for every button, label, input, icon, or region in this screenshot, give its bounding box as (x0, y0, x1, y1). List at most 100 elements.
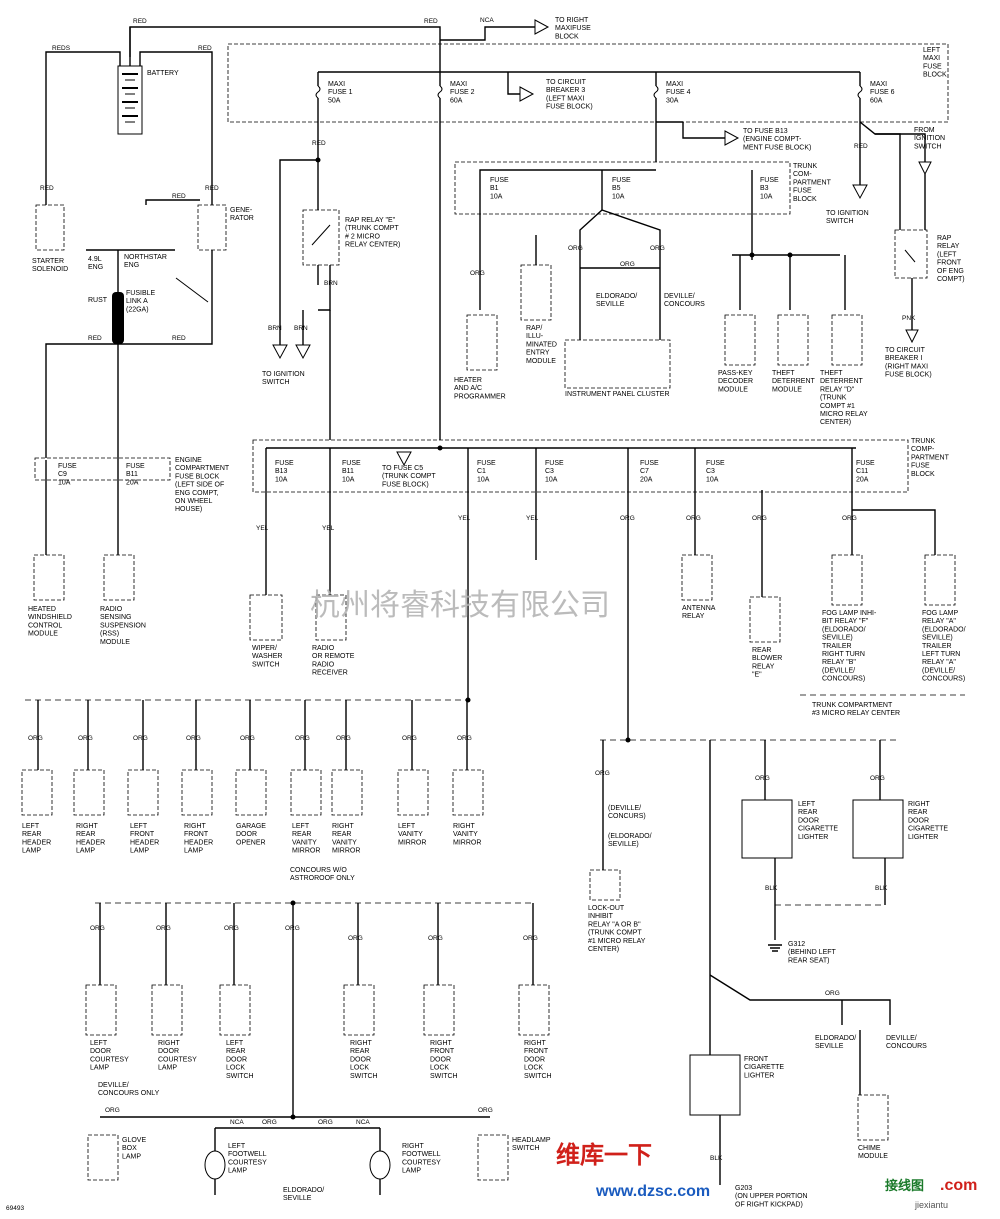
wire-label-nca-top: NCA (480, 17, 494, 24)
wire-label-brn-3: BRN (294, 325, 308, 332)
wire-label-org-32: ORG (478, 1107, 493, 1114)
generator-label: GENE-RATOR (230, 207, 254, 222)
wire-label-blk-3: BLK (710, 1155, 723, 1162)
wire-label-red-9: RED (172, 335, 186, 342)
left-door-courtesy-lamp (85, 984, 117, 1036)
maxi-fuse-6 (857, 72, 863, 185)
wire-label-red-1: RED (133, 18, 147, 25)
right-footwell-lamp-icon (369, 1150, 391, 1180)
eldorado-seville-bottom-label: ELDORADO/SEVILLE (283, 1187, 324, 1202)
left-maxi-fuse-block (227, 43, 949, 123)
wire-label-org-15: ORG (336, 735, 351, 742)
chime-module (857, 1094, 889, 1141)
logo-main-text: 维库一下 (556, 1141, 652, 1169)
wire-label-org-17: ORG (457, 735, 472, 742)
wire-label-red-6: RED (40, 185, 54, 192)
wire-label-org-26: ORG (428, 935, 443, 942)
wire-label-org-14: ORG (295, 735, 310, 742)
maxi-fuse-2 (437, 44, 443, 440)
wire-label-yel-4: YEL (526, 515, 539, 522)
wire-label-yel-3: YEL (458, 515, 471, 522)
wire-label-org-27: ORG (523, 935, 538, 942)
wire-label-org-28: ORG (825, 990, 840, 997)
starter-solenoid (35, 204, 65, 251)
wire-label-org-16: ORG (402, 735, 417, 742)
heated-windshield-control-module (33, 554, 65, 601)
wire-label-reds: REDS (52, 45, 71, 52)
logo-right-url-text: jiexiantu (914, 1200, 948, 1210)
wire-label-red-7: RED (205, 185, 219, 192)
foglamp-inhibit-relay-f (831, 554, 863, 606)
radio-sensing-suspension-module (103, 554, 135, 601)
logo-url-text: www.dzsc.com (595, 1183, 710, 1200)
wire-label-org-13: ORG (240, 735, 255, 742)
antenna-relay (681, 554, 713, 601)
wire-label-org-19: ORG (755, 775, 770, 782)
wire-label-org-24: ORG (285, 925, 300, 932)
heater-ac-programmer (466, 314, 498, 371)
rap-relay-e (302, 209, 340, 266)
wire-label-red-3: RED (198, 45, 212, 52)
wire-label-org-2: ORG (568, 245, 583, 252)
wiper-washer-switch (249, 594, 283, 641)
fusible-link (112, 292, 124, 344)
deville-concours-label-2: DEVILLE/CONCOURS (886, 1035, 927, 1050)
wire-label-org-22: ORG (156, 925, 171, 932)
left-rear-door-cigarette-lighter (741, 799, 793, 859)
wire-label-blk-2: BLK (875, 885, 888, 892)
wire-label-org-31: ORG (318, 1119, 333, 1126)
wire-label-red-2: RED (424, 18, 438, 25)
logo-com-text: .com (940, 1177, 977, 1194)
left-rear-door-lock-switch (219, 984, 251, 1036)
headlamp-switch (477, 1134, 509, 1181)
corner-code: 69493 (6, 1205, 24, 1212)
eldorado-seville-label-2: ELDORADO/SEVILLE (815, 1035, 856, 1050)
wire-label-nca-2: NCA (356, 1119, 370, 1126)
wire-label-nca-1: NCA (230, 1119, 244, 1126)
rust-label: RUST (88, 297, 108, 304)
right-rear-door-lock-switch (343, 984, 375, 1036)
wire-label-org-3: ORG (650, 245, 665, 252)
foglamp-relay-a (924, 554, 956, 606)
wire-label-yel-1: YEL (256, 525, 269, 532)
